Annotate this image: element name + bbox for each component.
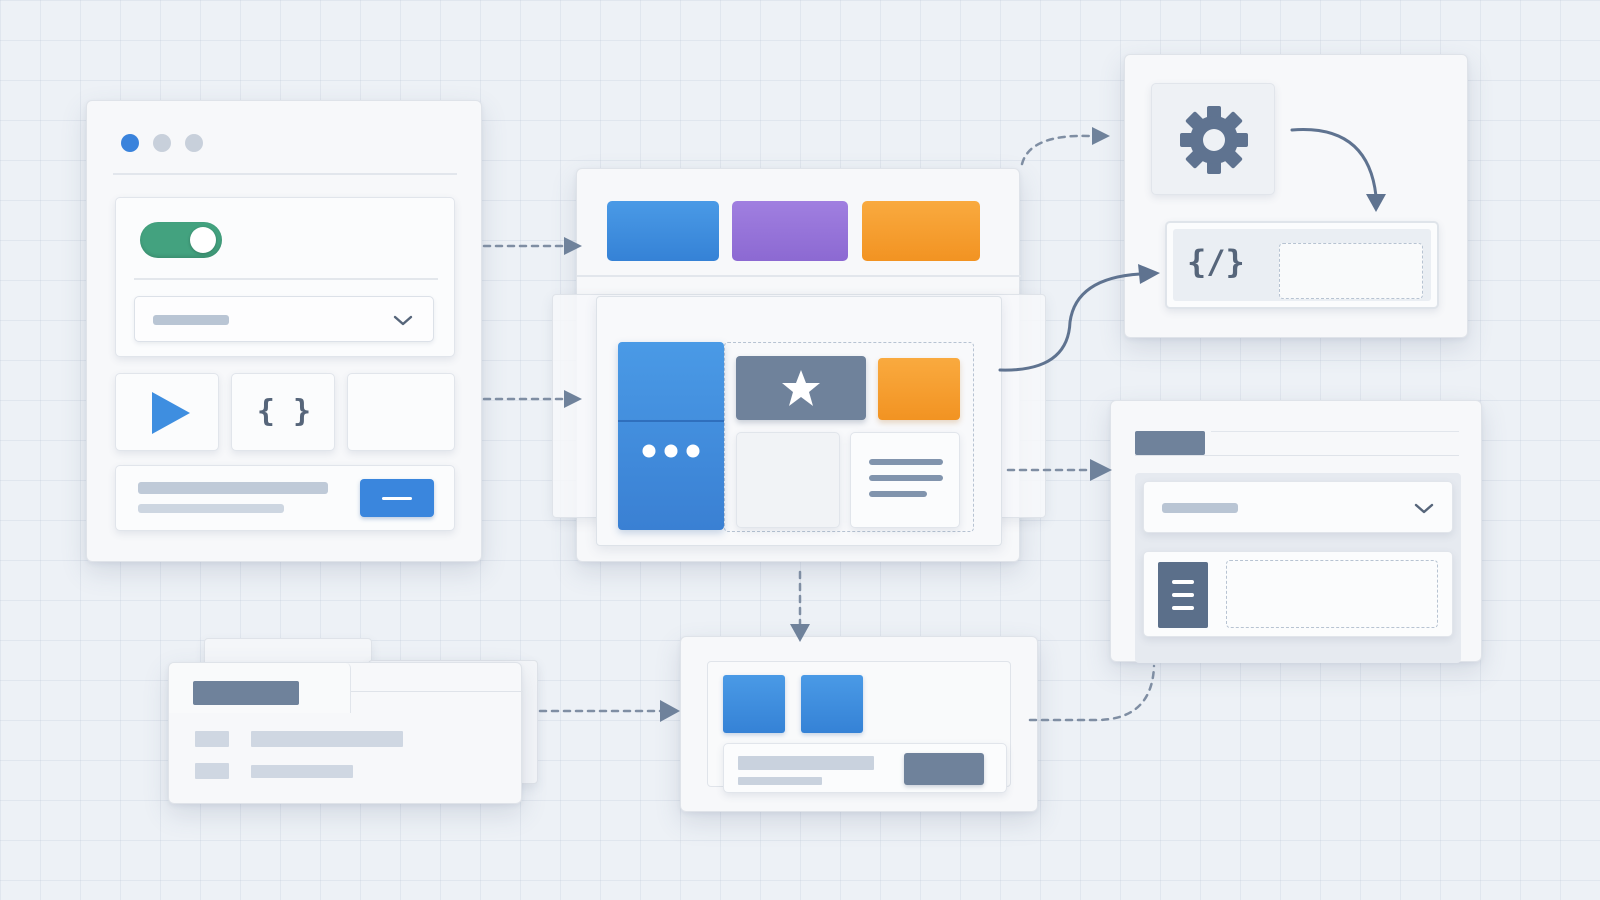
arrowhead xyxy=(1092,127,1110,145)
arrowhead xyxy=(660,700,680,722)
result-row xyxy=(723,743,1007,793)
connector-f-to-d xyxy=(1028,664,1156,722)
color-square-blue[interactable] xyxy=(723,675,785,733)
divider xyxy=(618,420,724,422)
list-line xyxy=(1172,606,1194,610)
arrowhead xyxy=(1090,459,1112,481)
star-icon xyxy=(782,370,820,406)
primary-button[interactable] xyxy=(360,479,434,517)
window-dot-blue[interactable] xyxy=(121,134,139,152)
braces-icon: { } xyxy=(256,394,312,429)
placeholder-bar xyxy=(1162,503,1238,513)
panel-config: {/} xyxy=(1124,54,1468,338)
tile-star[interactable] xyxy=(736,356,866,420)
code-icon: {/} xyxy=(1187,243,1245,281)
panel-output-bottom xyxy=(680,636,1038,812)
dropdown-select[interactable] xyxy=(1143,481,1453,533)
gear-icon xyxy=(1180,106,1248,174)
toggle-knob xyxy=(190,227,216,253)
code-input-slot[interactable] xyxy=(1279,243,1423,299)
connector-b-to-c xyxy=(1020,134,1092,166)
dropdown-select[interactable] xyxy=(134,296,434,342)
color-tab-orange[interactable] xyxy=(862,201,980,261)
toggle-switch[interactable] xyxy=(140,222,222,258)
editor-row xyxy=(1143,551,1453,637)
stack-card-front xyxy=(168,662,523,804)
gear-tile[interactable] xyxy=(1151,83,1275,195)
text-line xyxy=(738,756,874,770)
text-line xyxy=(869,475,943,481)
play-icon xyxy=(152,392,190,434)
play-tile[interactable] xyxy=(115,373,219,451)
divider xyxy=(1211,431,1459,432)
panel-form-right xyxy=(1110,400,1482,663)
color-tab-blue[interactable] xyxy=(607,201,719,261)
text-line xyxy=(251,765,353,778)
placeholder-bar xyxy=(153,315,229,325)
text-line xyxy=(138,482,328,494)
row-icon-bar xyxy=(195,731,229,747)
braces-tile[interactable]: { } xyxy=(231,373,335,451)
settings-card xyxy=(115,197,455,357)
action-row xyxy=(115,465,455,531)
button-label-bar xyxy=(382,497,412,500)
row-icon-bar xyxy=(195,763,229,779)
submit-button[interactable] xyxy=(904,753,984,785)
more-icon xyxy=(642,444,700,458)
divider xyxy=(351,691,523,692)
code-field[interactable]: {/} xyxy=(1165,221,1439,309)
divider xyxy=(577,275,1021,277)
list-icon[interactable] xyxy=(1158,562,1208,628)
header-tab[interactable] xyxy=(1135,431,1205,455)
text-line xyxy=(138,504,284,513)
text-line xyxy=(869,459,943,465)
chevron-down-icon xyxy=(1414,503,1434,514)
list-line xyxy=(1172,580,1194,584)
tile-orange[interactable] xyxy=(878,358,960,420)
grid-selection xyxy=(724,342,974,532)
window-dot-gray[interactable] xyxy=(185,134,203,152)
header-tab[interactable] xyxy=(193,681,299,705)
divider xyxy=(113,173,457,175)
panel-window-left: { } xyxy=(86,100,482,562)
color-tab-purple[interactable] xyxy=(732,201,848,261)
chevron-down-icon xyxy=(393,315,413,326)
tile-list[interactable] xyxy=(850,432,960,528)
color-square-blue[interactable] xyxy=(801,675,863,733)
text-input-slot[interactable] xyxy=(1226,560,1438,628)
text-line xyxy=(251,731,403,747)
text-line xyxy=(869,491,927,497)
empty-tile[interactable] xyxy=(347,373,455,451)
window-dot-gray[interactable] xyxy=(153,134,171,152)
divider xyxy=(134,278,438,280)
tile-blue-tall[interactable] xyxy=(618,342,724,530)
list-line xyxy=(1172,593,1194,597)
tile-empty[interactable] xyxy=(736,432,840,528)
divider xyxy=(1135,455,1459,456)
text-line xyxy=(738,777,822,785)
